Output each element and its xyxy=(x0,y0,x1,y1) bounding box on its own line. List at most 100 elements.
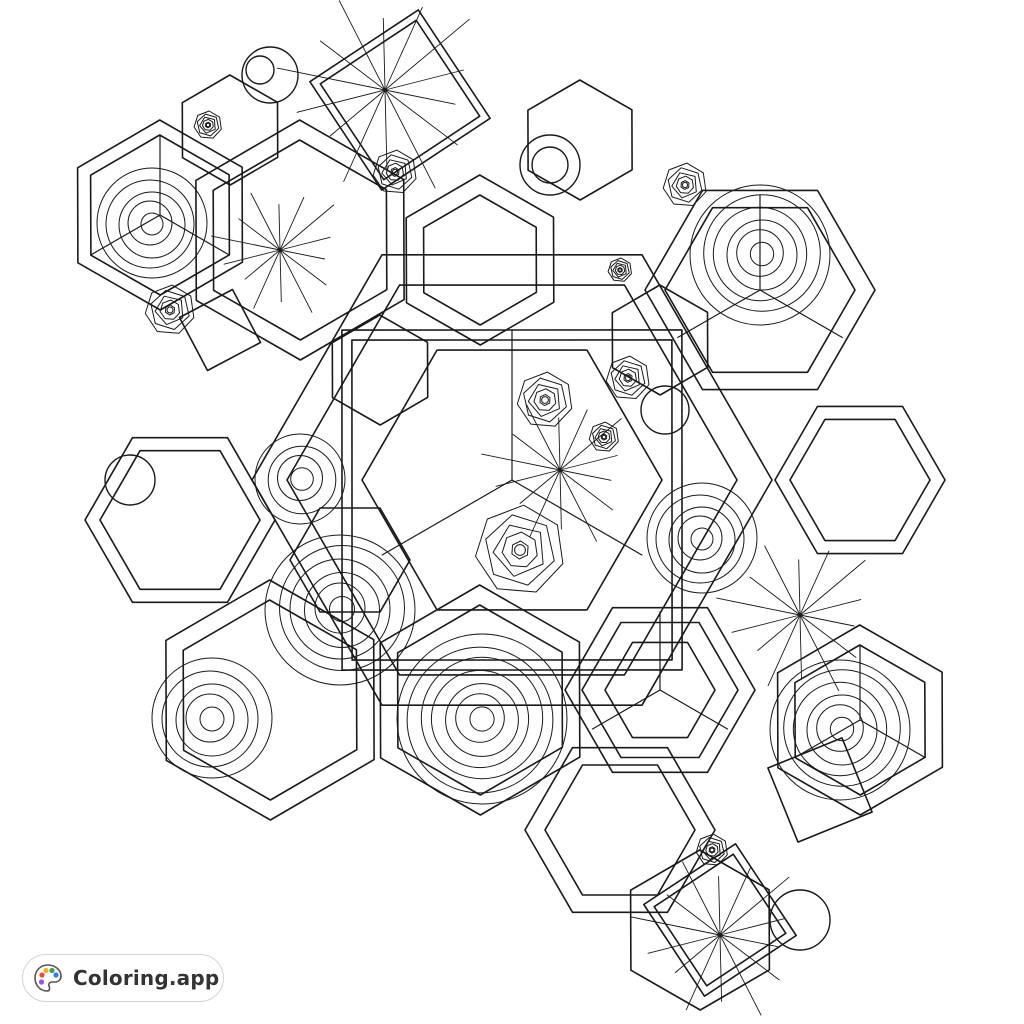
fan-line xyxy=(719,866,752,936)
fan-line xyxy=(529,469,561,537)
fan-line xyxy=(718,876,721,936)
rose-center xyxy=(624,374,632,382)
concentric-spirals xyxy=(96,167,911,805)
fan-line xyxy=(749,576,801,616)
rose-petal xyxy=(592,424,616,450)
cube-edge xyxy=(591,689,661,730)
hexagon-frame xyxy=(99,449,261,591)
spiral-ring xyxy=(151,657,273,779)
cube-edge xyxy=(511,479,643,556)
fan-line xyxy=(384,18,470,91)
spiral-ring xyxy=(703,194,821,312)
cube-edge xyxy=(677,289,761,339)
spiral-ring xyxy=(289,558,391,660)
hexagon-frame xyxy=(379,584,581,816)
fan-line xyxy=(276,67,386,91)
fan-line xyxy=(631,916,721,936)
spiral-ring xyxy=(829,716,855,742)
rose-petal xyxy=(202,118,214,131)
hexagon-frame xyxy=(195,119,405,361)
hexagon-frame xyxy=(664,206,856,374)
fan-line xyxy=(244,249,281,280)
hexagon-frame xyxy=(544,764,696,896)
fan-line xyxy=(559,469,614,511)
fan-line xyxy=(384,69,465,91)
fan-line xyxy=(481,453,561,471)
hexagon-frame xyxy=(789,418,931,542)
rose-petal xyxy=(144,284,195,334)
rose-petal xyxy=(680,180,690,190)
spiral-ring xyxy=(690,527,714,551)
hexagon-frame xyxy=(524,746,716,914)
fan-line xyxy=(279,249,326,260)
fan-line xyxy=(719,934,780,981)
spiral-ring xyxy=(105,179,195,269)
rose-petal xyxy=(492,524,544,577)
hexagon-frame xyxy=(629,849,771,1011)
spiral-ring xyxy=(712,206,808,302)
diamond-frame xyxy=(653,853,787,987)
rose-petal xyxy=(533,388,557,411)
hexagon-frame xyxy=(644,189,876,391)
fan-line xyxy=(495,469,561,487)
rose-petal xyxy=(623,373,633,383)
fan-line xyxy=(719,876,790,936)
spiral-ring xyxy=(668,506,736,574)
fan-line xyxy=(338,0,386,91)
rose-petal xyxy=(381,159,407,186)
palette-icon xyxy=(34,964,62,992)
fan-line xyxy=(559,469,597,542)
fan-line xyxy=(559,409,588,471)
rose-petal xyxy=(205,121,211,129)
spiral-ring xyxy=(267,445,337,515)
fan-line xyxy=(384,89,388,172)
watermark-label: Coloring.app xyxy=(73,966,220,990)
hexagon-frame xyxy=(165,579,375,821)
spiral-ring xyxy=(329,596,355,622)
fan-line xyxy=(279,196,305,251)
fan-line xyxy=(666,894,721,936)
rose-petal xyxy=(699,837,725,863)
small-circles xyxy=(104,46,831,951)
fan-line xyxy=(319,40,386,91)
diamond-frame xyxy=(767,737,873,843)
spiral-ring xyxy=(279,545,405,671)
rose-petal xyxy=(612,262,627,278)
rose-petal xyxy=(539,393,551,407)
fan-line xyxy=(250,192,281,251)
rose-petal xyxy=(605,355,650,399)
hexagon-frame xyxy=(182,599,358,801)
rose-petal xyxy=(618,368,637,387)
rose-center xyxy=(681,181,689,189)
fan-line xyxy=(279,249,282,303)
fan-line xyxy=(526,404,561,471)
fan-line xyxy=(384,89,456,105)
spiral-ring xyxy=(304,572,380,648)
fan-line xyxy=(519,469,561,504)
hexagon-frame xyxy=(286,284,738,676)
cube-edge xyxy=(794,719,861,759)
fan-line xyxy=(719,934,762,1016)
rose-center xyxy=(391,168,399,176)
rose-petal xyxy=(662,162,707,206)
rose-petal xyxy=(377,154,413,190)
spiral-ring xyxy=(420,656,544,780)
coloring-app-watermark: Coloring.app xyxy=(22,954,224,1002)
fan-line xyxy=(767,614,801,687)
cube-edge xyxy=(90,214,161,256)
spiral-ring xyxy=(806,694,878,766)
rose-petal xyxy=(196,113,220,137)
fan-line xyxy=(719,918,785,936)
ornament-circle xyxy=(640,385,690,435)
rose-petal xyxy=(705,843,719,857)
hexagon-frames xyxy=(76,74,946,1011)
ornament-circle xyxy=(531,146,569,184)
hexagon-frame xyxy=(405,174,555,346)
fan-line xyxy=(719,934,723,1002)
ornament-circle xyxy=(245,55,275,85)
rose-petal xyxy=(607,257,632,282)
rose-petal xyxy=(516,371,573,427)
rose-center xyxy=(601,434,607,440)
spiral-ring xyxy=(792,681,888,777)
spiral-ring xyxy=(816,704,864,752)
